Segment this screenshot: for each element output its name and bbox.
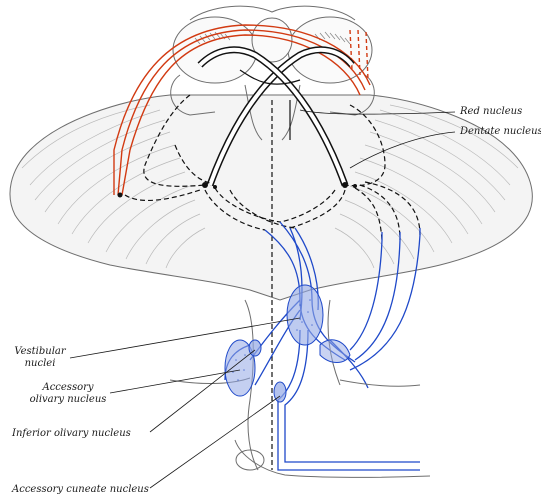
accessory-olivary-leader	[110, 370, 240, 393]
label-accessory-olivary-line2: olivary nucleus	[18, 394, 118, 406]
accessory-cuneate-leader	[150, 396, 280, 488]
vestibular-nuclei-leader	[70, 318, 300, 358]
label-accessory-cuneate-nucleus: Accessory cuneate nucleus	[12, 484, 149, 496]
label-vestibular-nuclei-line1: Vestibular	[10, 346, 70, 358]
label-accessory-olivary-line1: Accessory	[18, 382, 118, 394]
nuclei	[225, 285, 350, 402]
label-red-nucleus: Red nucleus	[460, 106, 522, 118]
label-vestibular-nuclei: Vestibular nuclei	[10, 346, 70, 370]
label-accessory-olivary: Accessory olivary nucleus	[18, 382, 118, 406]
cerebellum-outline	[10, 95, 532, 300]
label-inferior-olivary-nucleus: Inferior olivary nucleus	[12, 428, 131, 440]
label-vestibular-nuclei-line2: nuclei	[10, 358, 70, 370]
cerebellum	[10, 95, 532, 300]
label-dentate-nucleus: Dentate nucleus	[460, 126, 541, 138]
vestibular-nuclei-shape	[287, 285, 323, 345]
